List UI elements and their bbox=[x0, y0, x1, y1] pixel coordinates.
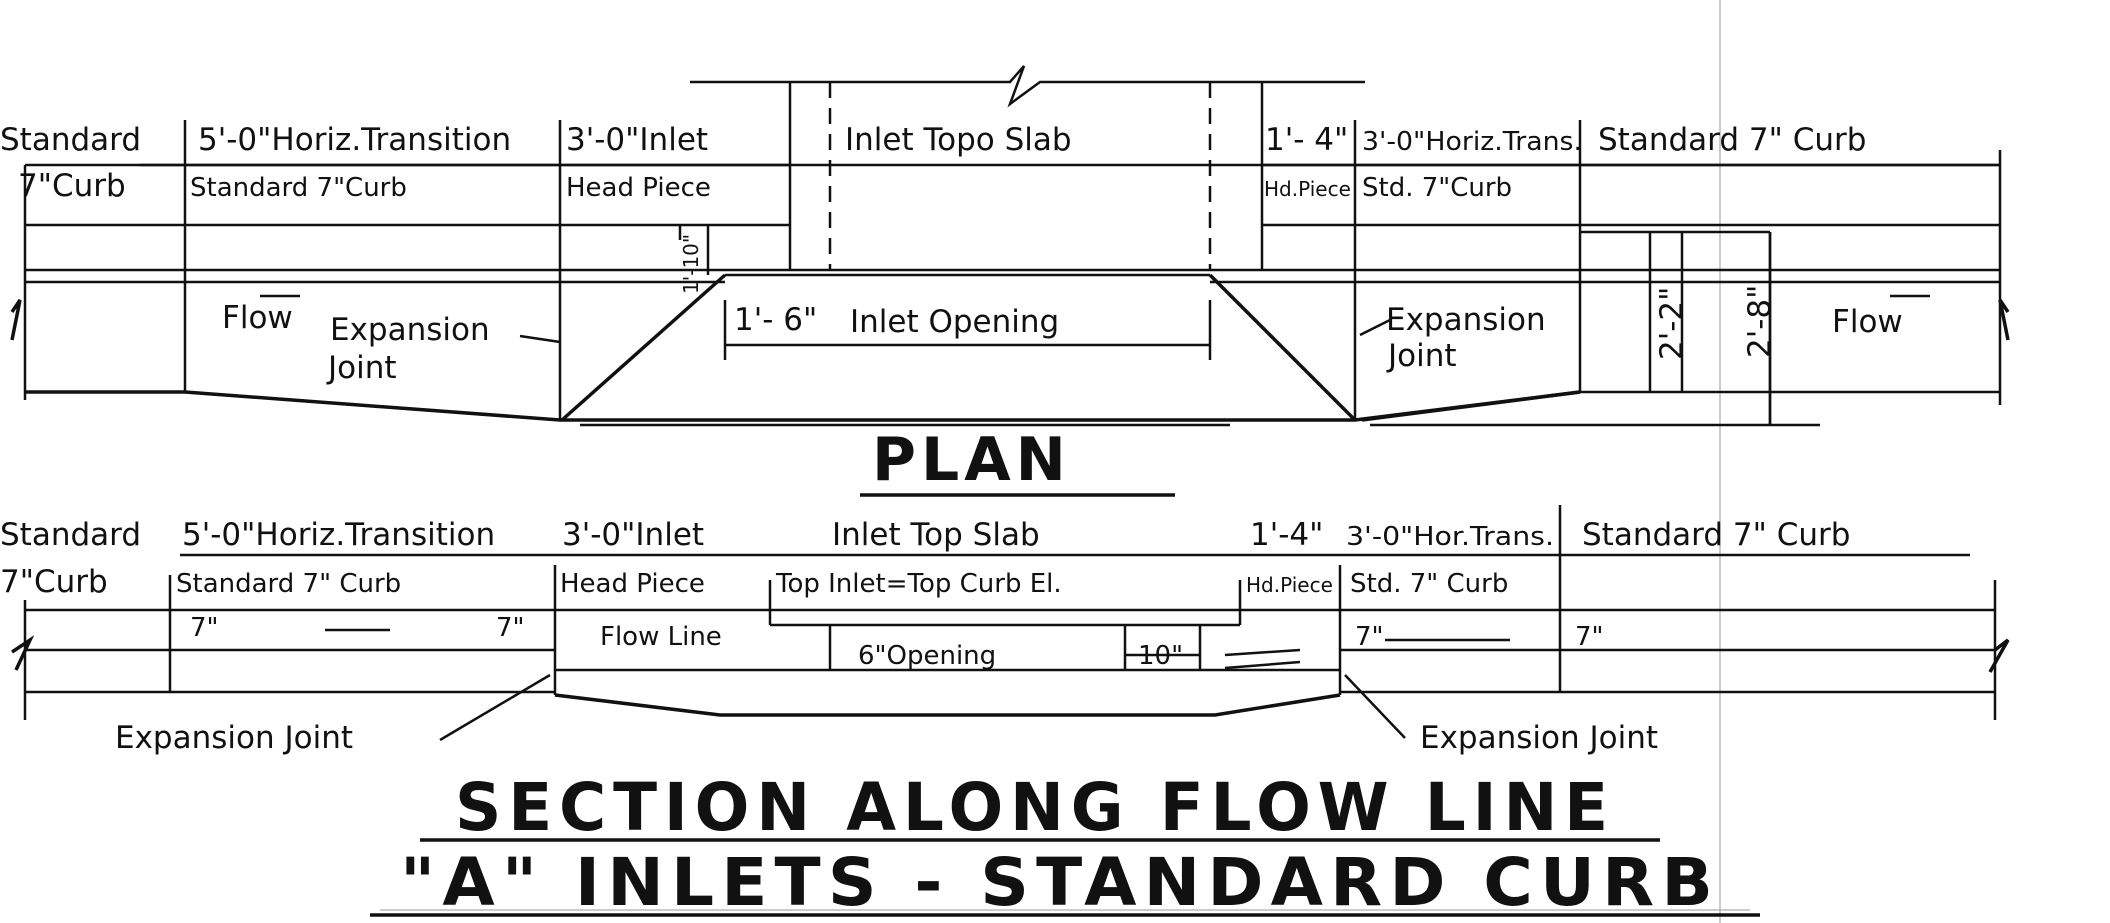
sect-hd-dim-label: 1'-4" bbox=[1250, 517, 1323, 553]
plan-dimensions bbox=[10, 163, 2010, 425]
plan-transition-curb-label: Standard 7"Curb bbox=[190, 173, 407, 203]
plan-slab-label: Inlet Topo Slab bbox=[845, 122, 1072, 158]
plan-transition-label: 5'-0"Horiz.Transition bbox=[198, 122, 511, 158]
plan-inlet-label: 3'-0"Inlet bbox=[566, 122, 708, 158]
plan-curb-right-label: Standard 7" Curb bbox=[1598, 122, 1866, 158]
sect-expansion-left: Expansion Joint bbox=[115, 720, 353, 756]
section-view: Standard 7"Curb 5'-0"Horiz.Transition St… bbox=[0, 505, 2010, 756]
sect-dim-10: 10" bbox=[1138, 641, 1183, 671]
sect-flow-line: Flow Line bbox=[600, 622, 722, 652]
plan-hd-dim-label: 1'- 4" bbox=[1265, 122, 1348, 158]
curb-lines bbox=[25, 163, 2000, 427]
plan-std-curb-right-label: Std. 7"Curb bbox=[1362, 173, 1512, 203]
plan-flow-right: Flow bbox=[1832, 304, 1903, 340]
sect-dim-7-a: 7" bbox=[190, 613, 219, 643]
sect-dim-7-c: 7" bbox=[1355, 622, 1384, 652]
plan-standard-curb-label: 7"Curb bbox=[18, 168, 126, 204]
sect-standard-label: Standard bbox=[0, 517, 141, 553]
plan-standard-label: Standard bbox=[0, 122, 141, 158]
sect-curb-right-label: Standard 7" Curb bbox=[1582, 517, 1850, 553]
sect-expansion-right: Expansion Joint bbox=[1420, 720, 1658, 756]
section-dividers bbox=[23, 505, 1997, 720]
sect-head-piece-label: Head Piece bbox=[560, 569, 705, 599]
plan-title: PLAN bbox=[872, 425, 1071, 495]
scan-marks bbox=[380, 0, 1750, 923]
sect-hd-piece-label: Hd.Piece bbox=[1246, 573, 1333, 597]
section-leaders bbox=[439, 673, 1406, 742]
plan-flow-left: Flow bbox=[222, 300, 293, 336]
plan-dim-2-8: 2'-8" bbox=[1742, 285, 1778, 358]
sect-dim-7-b: 7" bbox=[496, 613, 525, 643]
plan-opening-label: Inlet Opening bbox=[850, 304, 1059, 340]
sect-trans-right-label: 3'-0"Hor.Trans. bbox=[1346, 522, 1554, 552]
plan-view: Standard 7"Curb 5'-0"Horiz.Transition St… bbox=[0, 65, 2010, 497]
plan-hd-piece-label: Hd.Piece bbox=[1264, 177, 1351, 201]
inlet-flare bbox=[560, 273, 1357, 422]
sect-standard-curb-label: 7"Curb bbox=[0, 564, 108, 600]
plan-expansion-left-2: Joint bbox=[326, 350, 397, 386]
sect-dim-7-d: 7" bbox=[1575, 622, 1604, 652]
plan-dividers bbox=[23, 120, 2002, 425]
plan-expansion-right-1: Expansion bbox=[1386, 302, 1546, 338]
plan-trans-right-label: 3'-0"Horiz.Trans. bbox=[1362, 127, 1582, 157]
sect-transition-curb-label: Standard 7" Curb bbox=[176, 569, 401, 599]
sect-opening: 6"Opening bbox=[858, 641, 996, 671]
sect-inlet-label: 3'-0"Inlet bbox=[562, 517, 704, 553]
plan-expansion-left-1: Expansion bbox=[330, 312, 490, 348]
sect-transition-label: 5'-0"Horiz.Transition bbox=[182, 517, 495, 553]
plan-small-dim: 1'-10" bbox=[679, 234, 703, 294]
plan-expansion-right-2: Joint bbox=[1386, 338, 1457, 374]
sect-slab-el-label: Top Inlet=Top Curb El. bbox=[775, 569, 1062, 599]
sect-slab-label: Inlet Top Slab bbox=[832, 517, 1040, 553]
plan-dim-opening-left: 1'- 6" bbox=[734, 302, 817, 338]
title-line-2: "A" INLETS - STANDARD CURB bbox=[400, 844, 1720, 921]
title-line-1: SECTION ALONG FLOW LINE bbox=[455, 769, 1615, 846]
top-slab-outline bbox=[690, 65, 1365, 270]
drawing-titles: SECTION ALONG FLOW LINE "A" INLETS - STA… bbox=[370, 769, 1760, 921]
sect-std-curb-right-label: Std. 7" Curb bbox=[1350, 569, 1508, 599]
section-lines bbox=[11, 553, 2010, 717]
plan-dim-2-2: 2'-2" bbox=[1654, 287, 1690, 360]
plan-head-piece-label: Head Piece bbox=[566, 173, 711, 203]
